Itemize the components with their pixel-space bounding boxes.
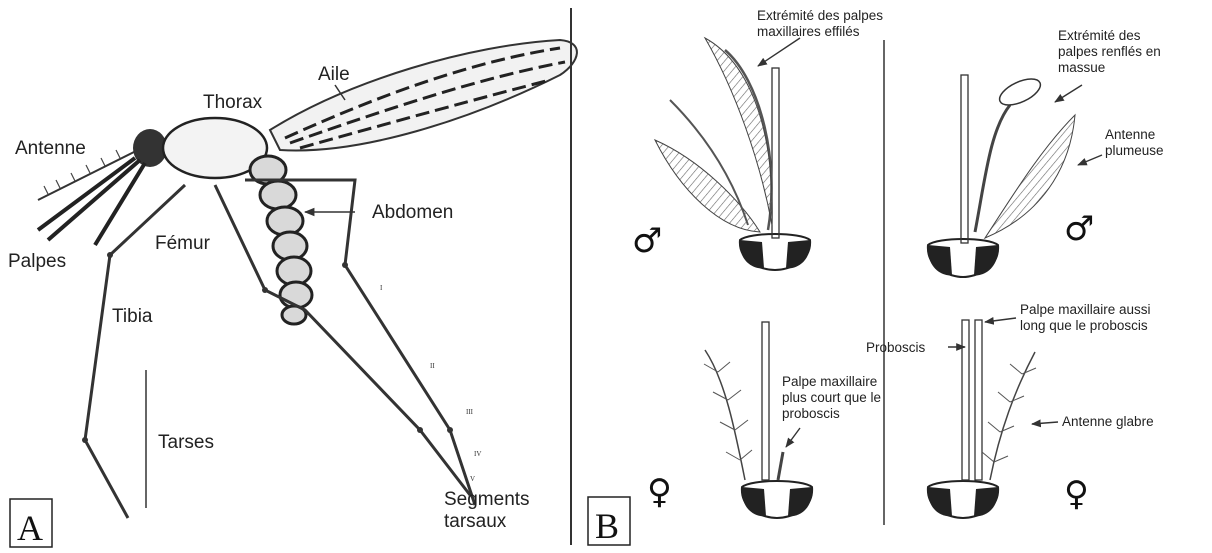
male-symbol-right: ♂ [1064,209,1094,249]
panel-a: I II III IV V Antenne Thorax Aile Abdome… [8,40,577,548]
label-extremite-effiles-2: maxillaires effilés [757,24,860,39]
female-head-long-palps [928,320,1036,518]
label-antenne-plumeuse-1: Antenne [1105,127,1155,142]
panel-b: ♂ ♂ ♀ ♀ Extrémité des palpes maxillaires… [588,8,1164,546]
tarsal-numeral-3: III [466,408,474,416]
panel-a-letter: A [17,508,43,548]
label-extremite-renfles-2: palpes renflés en [1058,44,1161,59]
male-head-clubbed-palps [928,74,1075,277]
label-aile: Aile [318,64,350,85]
pointer-palpe-long [985,318,1016,322]
palps-drawing [38,158,145,245]
female-symbol-right: ♀ [1064,474,1089,514]
pointer-glabre [1032,422,1058,424]
pointer-renfles [1055,85,1082,102]
female-symbol-left: ♀ [647,472,672,512]
label-extremite-renfles-1: Extrémité des [1058,28,1141,43]
tarsal-numeral-4: IV [474,450,481,458]
label-antenne-glabre: Antenne glabre [1062,414,1154,429]
pointer-plumeuse [1078,155,1102,165]
label-femur: Fémur [155,233,211,254]
label-proboscis: Proboscis [866,340,926,355]
pointer-palpe-court [786,428,800,447]
male-head-tapered-palps [655,38,810,270]
label-antenne-plumeuse-2: plumeuse [1105,143,1164,158]
label-palpes: Palpes [8,251,66,272]
label-tibia: Tibia [112,306,153,327]
label-thorax: Thorax [203,92,263,113]
label-antenne: Antenne [15,138,86,159]
label-palpe-long-2: long que le proboscis [1020,318,1148,333]
label-abdomen: Abdomen [372,202,453,223]
male-symbol-left: ♂ [632,221,662,261]
label-extremite-effiles-1: Extrémité des palpes [757,8,883,23]
label-palpe-court-2: plus court que le [782,390,881,405]
label-palpe-long-1: Palpe maxillaire aussi [1020,302,1151,317]
panel-b-letter: B [595,506,619,546]
label-palpe-court-1: Palpe maxillaire [782,374,877,389]
label-extremite-renfles-3: massue [1058,60,1105,75]
tarsal-numeral-2: II [430,362,435,370]
tarsal-numeral-1: I [380,284,383,292]
label-tarses: Tarses [158,432,214,453]
label-palpe-court-3: proboscis [782,406,840,421]
pointer-effiles [758,38,800,66]
label-tarsaux: tarsaux [444,511,507,532]
label-segments: Segments [444,489,530,510]
tarsal-numeral-5: V [470,475,475,483]
